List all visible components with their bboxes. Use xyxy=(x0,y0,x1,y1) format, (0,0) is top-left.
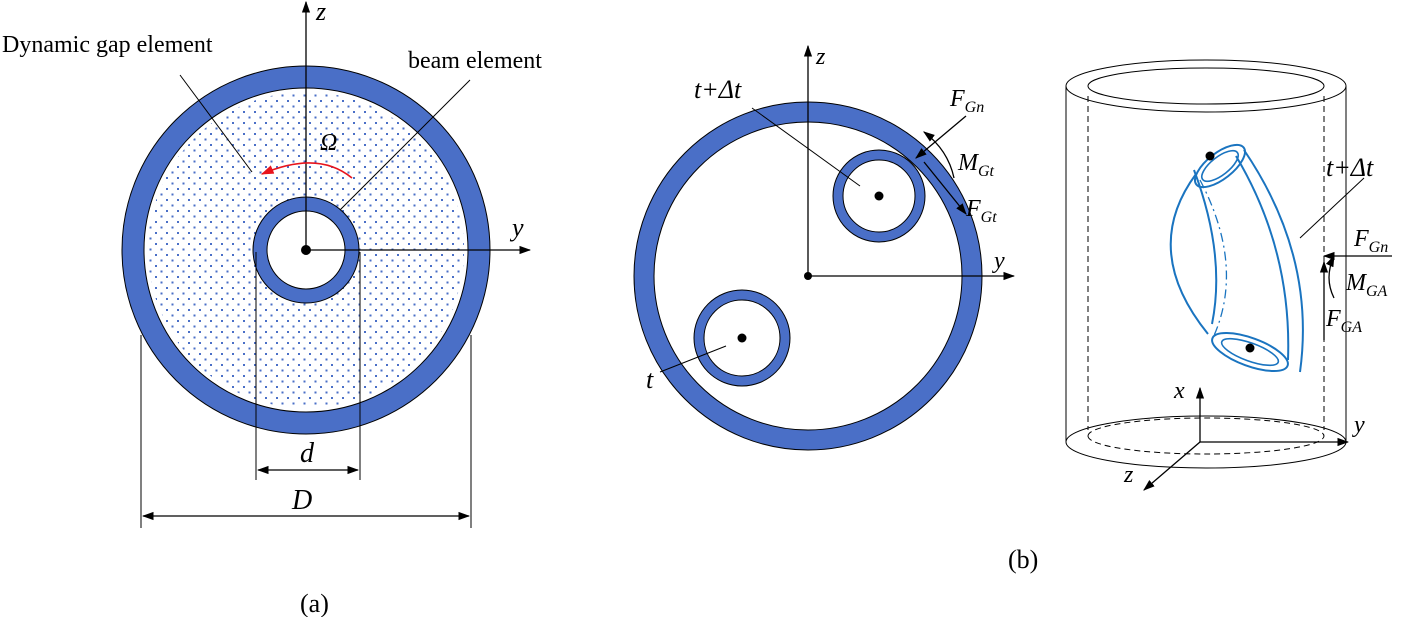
beam-t-ring xyxy=(694,290,790,386)
beam-element-label: beam element xyxy=(408,48,542,74)
cyl-axis-z-label: z xyxy=(1123,462,1134,488)
m-gt-arrow xyxy=(923,131,955,179)
axis-z-label: z xyxy=(315,0,326,26)
f-gt-arrow xyxy=(923,161,967,215)
beam-bottom-end xyxy=(1211,332,1289,372)
caption-b: (b) xyxy=(1008,545,1038,574)
center-dot xyxy=(301,245,311,255)
m-gt-label: MGt xyxy=(957,150,995,180)
panel-b-cylinder-view: t+Δt FGn MGA FGA x y z xyxy=(1065,59,1392,491)
cylinder-top-inner xyxy=(1087,67,1325,105)
omega-label: Ω xyxy=(320,130,337,156)
omega-rotation-arrow xyxy=(260,162,353,179)
dim-D-label: D xyxy=(291,485,312,516)
cyl-f-gn-label: FGn xyxy=(1353,226,1388,256)
cyl-axis-x-label: x xyxy=(1173,378,1185,404)
label-t: t xyxy=(646,365,654,394)
label-t-dt: t+Δt xyxy=(694,75,742,104)
f-gn-label: FGn xyxy=(949,86,984,116)
f-gt-label: FGt xyxy=(965,196,997,226)
caption-a: (a) xyxy=(300,589,329,617)
dim-d-label: d xyxy=(300,438,315,469)
b-axis-y-label: y xyxy=(992,248,1005,274)
b-axis-z-label: z xyxy=(815,44,826,70)
beam-t-dt-ring xyxy=(833,150,925,242)
cyl-axis-y-label: y xyxy=(1352,412,1365,438)
panel-a: z y Ω Dynamic gap element beam element d… xyxy=(2,0,542,617)
beam-leader xyxy=(339,79,471,211)
cyl-z-axis xyxy=(1143,441,1201,491)
cyl-label-t-dt: t+Δt xyxy=(1326,153,1374,182)
gap-element-label: Dynamic gap element xyxy=(2,32,213,58)
gap-leader xyxy=(179,74,253,173)
axis-y-label: y xyxy=(509,213,524,242)
f-gn-arrow xyxy=(915,115,967,159)
curved-beam-segment xyxy=(1169,143,1304,373)
cyl-m-ga-label: MGA xyxy=(1345,270,1388,300)
panel-b-circle-view: z y t+Δt t FGn MGt FGt (b) xyxy=(633,44,1038,574)
cyl-m-ga-arrow xyxy=(1325,254,1335,299)
cyl-f-ga-label: FGA xyxy=(1325,306,1362,336)
